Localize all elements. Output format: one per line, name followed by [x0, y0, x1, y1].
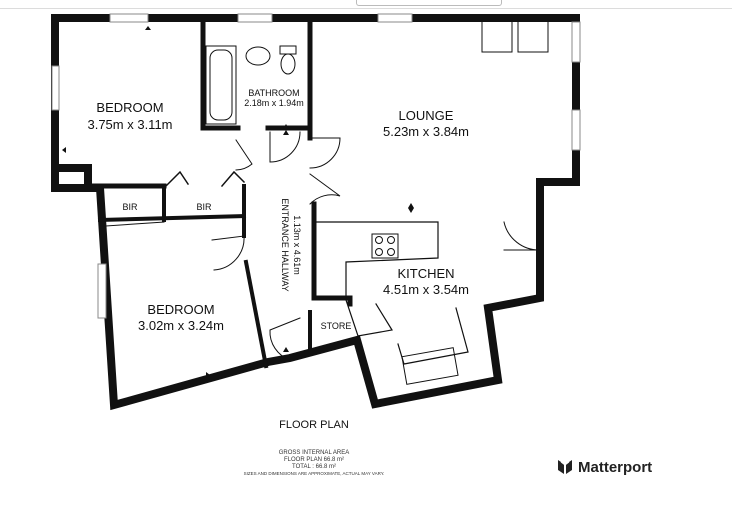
bathroom-size: 2.18m x 1.94m — [244, 98, 304, 108]
door-arc — [269, 131, 301, 163]
wall — [51, 164, 92, 192]
matterport-logo-icon — [558, 460, 572, 474]
kitchen-size: 4.51m x 3.54m — [383, 282, 469, 297]
store-wall — [311, 295, 353, 307]
lounge-name: LOUNGE — [399, 108, 454, 123]
door-arc — [211, 235, 245, 271]
lounge-size: 5.23m x 3.84m — [383, 124, 469, 139]
window — [97, 263, 107, 319]
bathroom-name: BATHROOM — [248, 88, 299, 98]
wall — [243, 259, 269, 369]
window — [51, 65, 60, 111]
toilet — [280, 53, 296, 75]
brand-name: Matterport — [578, 458, 653, 476]
hob — [371, 233, 399, 259]
top-divider — [0, 8, 732, 9]
wall — [97, 213, 247, 223]
matterport-logo: Matterport — [556, 458, 652, 476]
bedroom2-size: 3.02m x 3.24m — [138, 318, 224, 333]
door-arc — [503, 221, 541, 251]
window — [109, 13, 149, 23]
bedroom1-name: BEDROOM — [96, 100, 163, 115]
toilet-cistern — [279, 45, 297, 55]
window — [571, 21, 581, 63]
bathroom-wall — [265, 19, 313, 131]
bedroom2-name: BEDROOM — [147, 302, 214, 317]
door-arc — [481, 19, 513, 53]
hallway-size: 1.13m x 4.61m — [292, 215, 302, 275]
door-arc — [309, 137, 341, 169]
window — [377, 13, 413, 23]
wardrobe-door — [220, 170, 246, 188]
top-tab — [356, 0, 502, 6]
wardrobe-door — [164, 170, 190, 188]
area-heading: GROSS INTERNAL AREA — [279, 450, 349, 456]
door-arc — [235, 139, 253, 171]
door-arc — [517, 19, 549, 53]
wardrobe-slide — [105, 221, 165, 227]
bedroom1-size: 3.75m x 3.11m — [87, 117, 172, 132]
hallway-name: ENTRANCE HALLWAY — [280, 198, 290, 291]
area-total: TOTAL : 66.8 m² — [292, 464, 336, 470]
window — [237, 13, 273, 23]
area-disclaimer: SIZES AND DIMENSIONS ARE APPROXIMATE, AC… — [244, 471, 385, 476]
bathroom-wall — [200, 19, 241, 131]
bathtub — [205, 45, 237, 125]
door-arc — [269, 317, 301, 361]
door-arc — [309, 173, 341, 205]
store-name: STORE — [321, 321, 352, 331]
basin — [245, 46, 271, 66]
area-floor: FLOOR PLAN 66.8 m² — [284, 457, 344, 463]
bir1-name: BIR — [122, 202, 138, 212]
kitchen-counter — [397, 307, 469, 365]
plan-title: FLOOR PLAN — [279, 419, 349, 431]
bir2-name: BIR — [196, 202, 212, 212]
sink — [401, 347, 459, 385]
kitchen-counter — [315, 221, 439, 337]
window — [571, 109, 581, 151]
exterior-wall — [51, 14, 580, 411]
kitchen-name: KITCHEN — [397, 266, 454, 281]
